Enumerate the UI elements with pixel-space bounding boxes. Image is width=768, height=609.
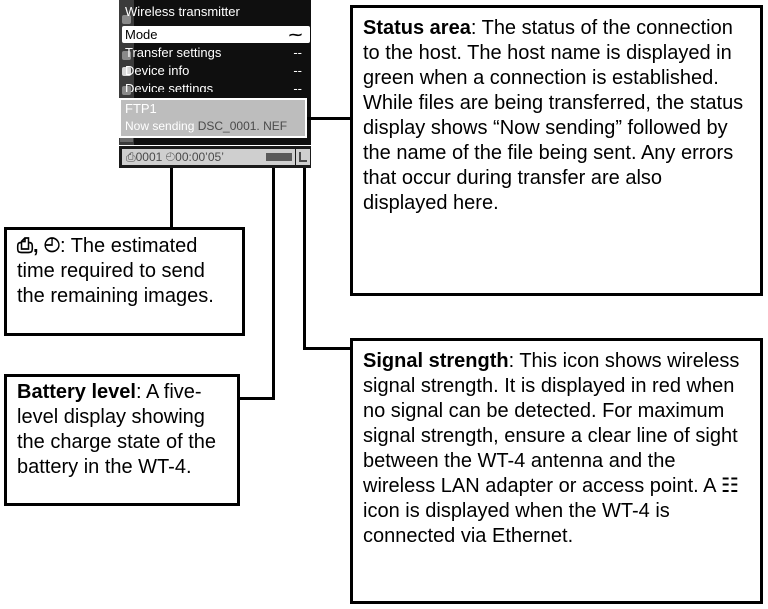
menu-item-label: Transfer settings xyxy=(125,45,222,60)
time-remaining-display: ⎙0001 ◴00:00’05’ xyxy=(122,149,260,165)
file-name: DSC_0001. NEF xyxy=(197,119,288,133)
menu-title: Wireless transmitter xyxy=(125,4,240,19)
battery-connector-horizontal xyxy=(240,397,275,400)
callout-body: : The estimated time required to send th… xyxy=(17,235,214,307)
callout-body: : This icon shows wireless signal streng… xyxy=(363,350,740,547)
mode-value: ⁓ xyxy=(289,27,302,42)
now-sending-label: Now sending xyxy=(125,119,198,133)
host-name: FTP1 xyxy=(125,101,157,116)
menu-item-device-settings[interactable]: Device settings -- xyxy=(122,80,310,92)
playback-menu-icon xyxy=(122,15,131,24)
remaining-count: 0001 xyxy=(135,150,163,164)
callout-body: : The status of the connection to the ho… xyxy=(363,17,744,214)
callout-battery-level: Battery level: A five-level display show… xyxy=(4,374,240,506)
menu-item-device-info[interactable]: Device info -- xyxy=(122,62,310,79)
menu-item-label: Mode xyxy=(125,27,158,42)
status-connector xyxy=(307,117,350,120)
time-connector xyxy=(170,168,173,227)
menu-item-transfer-settings[interactable]: Transfer settings -- xyxy=(122,44,310,61)
menu-item-label: Device settings xyxy=(125,81,214,92)
battery-fill xyxy=(266,153,292,161)
battery-connector xyxy=(272,168,275,400)
callout-body: : A five-level display showing the charg… xyxy=(17,381,217,478)
callout-heading: ⎙, ◴ xyxy=(17,235,60,257)
menu-item-mode[interactable]: Mode ⁓ xyxy=(122,26,310,43)
callout-heading: Signal strength xyxy=(363,350,509,372)
signal-bars xyxy=(299,152,307,162)
callout-heading: Status area xyxy=(363,17,471,39)
remaining-images-icon: ⎙ xyxy=(126,150,136,164)
callout-signal-strength: Signal strength: This icon shows wireles… xyxy=(350,338,763,604)
menu-item-value: -- xyxy=(293,45,302,60)
signal-connector xyxy=(303,168,306,349)
remaining-time: 00:00’05’ xyxy=(175,150,224,164)
menu-item-value: -- xyxy=(293,81,302,92)
status-area: FTP1 Now sending DSC_0001. NEF xyxy=(119,98,307,138)
callout-time-remaining: ⎙, ◴: The estimated time required to sen… xyxy=(4,227,245,336)
custom-settings-icon xyxy=(122,51,131,60)
status-message: Now sending DSC_0001. NEF xyxy=(125,118,287,134)
clock-icon: ◴ xyxy=(165,150,176,164)
callout-status-area: Status area: The status of the connectio… xyxy=(350,5,763,296)
retouch-menu-icon xyxy=(122,86,131,95)
setup-menu-icon xyxy=(122,67,131,76)
menu-item-value: -- xyxy=(293,63,302,78)
callout-heading: Battery level xyxy=(17,381,136,403)
menu-item-label: Device info xyxy=(125,63,190,78)
signal-connector-horizontal xyxy=(303,347,350,350)
